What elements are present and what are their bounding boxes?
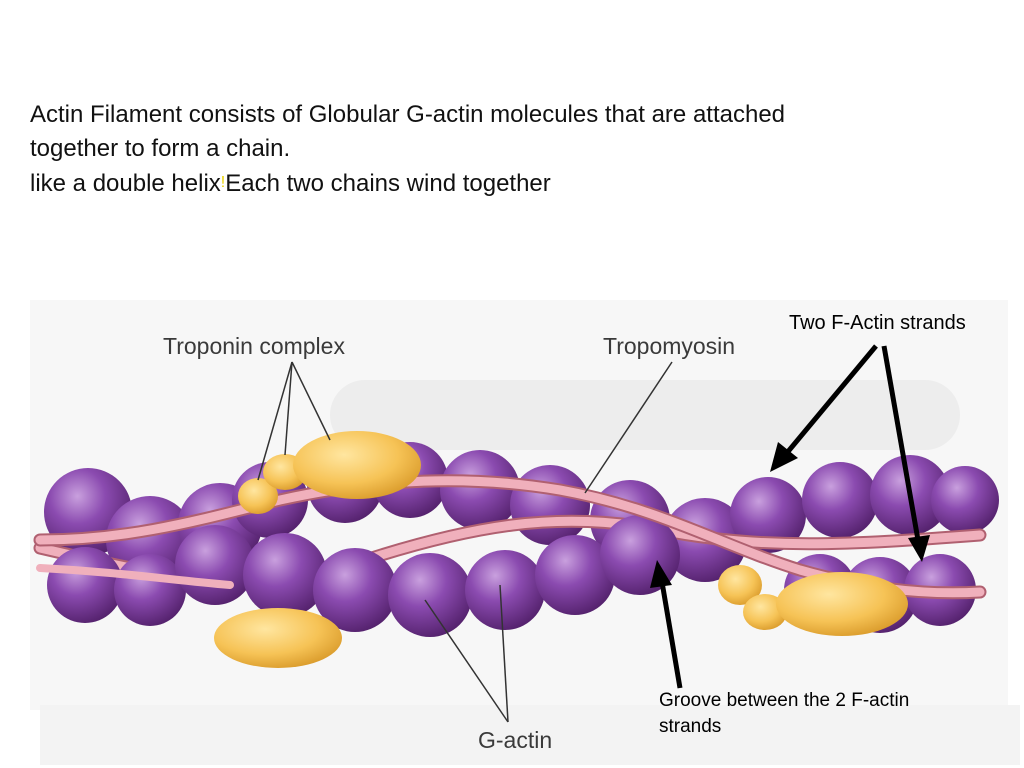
troponin-complex-lower-left <box>214 608 342 668</box>
g-actin-bead <box>47 547 123 623</box>
separator-mark: ! <box>220 174 226 191</box>
leader-gactin-1 <box>499 584 509 723</box>
troponin-complex-lower-right <box>718 565 908 636</box>
figure-caption-ghost <box>40 705 1020 765</box>
leader-troponin-1 <box>257 361 293 481</box>
troponin-subunit <box>776 572 908 636</box>
leader-troponin-3 <box>291 361 331 441</box>
arrow-groove-head <box>650 560 672 588</box>
troponin-subunit <box>743 594 787 630</box>
troponin-subunit <box>238 478 278 514</box>
arrow-strand-left-shaft <box>784 344 878 456</box>
text-line-3-part2: Each two chains wind together <box>225 170 551 197</box>
leader-troponin-2 <box>284 361 293 456</box>
text-line-2: together to form a chain. <box>30 135 291 162</box>
text-line-3-part1: like a double helix <box>30 170 221 197</box>
annotation-arrows <box>650 344 930 689</box>
label-leader-lines <box>257 361 673 723</box>
g-actin-bead <box>175 525 255 605</box>
g-actin-bead <box>730 477 806 553</box>
troponin-subunit <box>214 608 342 668</box>
g-actin-bead <box>510 465 590 545</box>
g-actin-bead <box>313 548 397 632</box>
g-actin-bead <box>535 535 615 615</box>
callout-two-f-actin-strands: Two F-Actin strands <box>789 312 966 334</box>
tropomyosin-strand-lower <box>36 564 234 589</box>
text-line-3: like a double helix!Each two chains wind… <box>30 166 990 201</box>
g-actin-bead <box>802 462 878 538</box>
g-actin-bead <box>931 466 999 534</box>
troponin-subunit <box>718 565 762 605</box>
troponin-subunit <box>293 431 421 499</box>
arrow-strand-left-head <box>770 442 798 472</box>
label-troponin-complex: Troponin complex <box>163 333 345 359</box>
label-g-actin: G-actin <box>478 727 552 753</box>
arrow-strand-right-head <box>908 535 930 562</box>
troponin-complex-upper <box>238 431 421 514</box>
g-actin-bead <box>440 450 520 530</box>
label-tropomyosin: Tropomyosin <box>603 333 735 359</box>
leader-tropomyosin <box>584 361 673 494</box>
g-actin-bead <box>465 550 545 630</box>
figure-background-blur <box>330 380 960 450</box>
g-actin-bead <box>388 553 472 637</box>
arrow-strand-right-shaft <box>881 345 921 541</box>
leader-gactin-2 <box>424 599 509 723</box>
arrow-groove-shaft <box>659 581 683 689</box>
slide-text: Actin Filament consists of Globular G-ac… <box>30 98 990 201</box>
text-line-1: Actin Filament consists of Globular G-ac… <box>30 101 786 128</box>
callout-groove: Groove between the 2 F-actin strands <box>659 690 910 737</box>
g-actin-bead <box>243 533 327 617</box>
